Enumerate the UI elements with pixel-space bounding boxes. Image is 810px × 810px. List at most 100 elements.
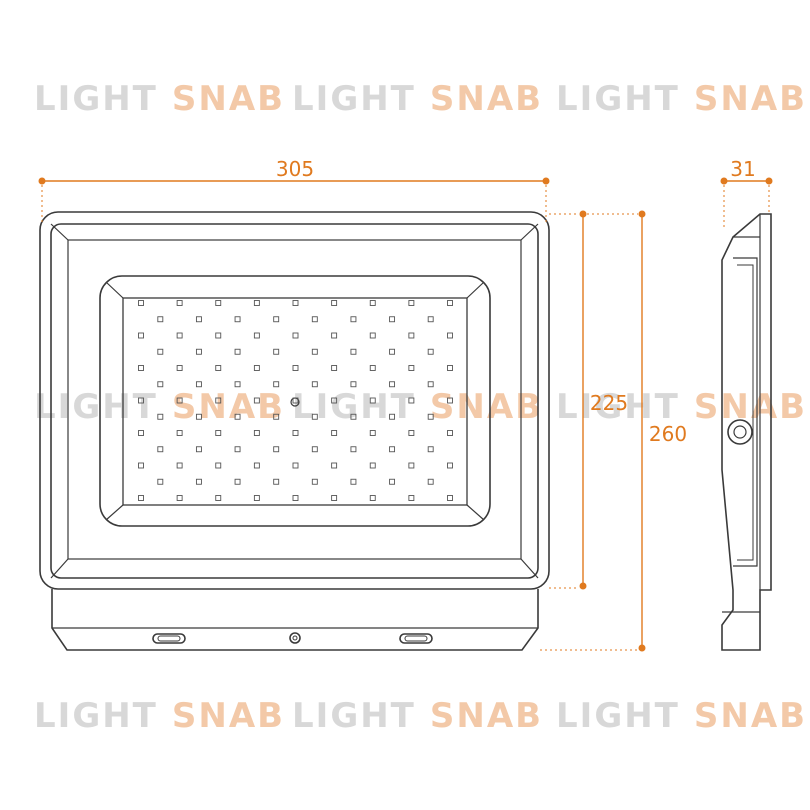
led-chip bbox=[331, 365, 338, 371]
dimension-height-front-label: 225 bbox=[590, 391, 628, 415]
led-chip bbox=[408, 365, 415, 371]
led-chip bbox=[273, 348, 280, 355]
led-chip bbox=[408, 332, 415, 339]
led-chip bbox=[331, 430, 338, 436]
bracket-slot-right bbox=[399, 633, 433, 644]
side-pivot-knob-icon bbox=[727, 419, 753, 445]
led-chip bbox=[273, 381, 280, 388]
watermark-text: LIGHT SNAB bbox=[34, 79, 285, 119]
led-chip bbox=[350, 316, 357, 323]
led-chip bbox=[273, 446, 280, 453]
housing-outer bbox=[39, 211, 550, 590]
led-chip bbox=[292, 430, 299, 436]
led-chip bbox=[195, 381, 202, 388]
watermark-word-light: LIGHT bbox=[292, 696, 416, 736]
led-grid bbox=[138, 300, 453, 501]
led-chip bbox=[427, 478, 434, 485]
led-chip bbox=[215, 397, 222, 404]
led-chip bbox=[215, 332, 222, 339]
watermark-word-light: LIGHT bbox=[556, 79, 680, 119]
lens-inner bbox=[122, 297, 468, 506]
led-chip bbox=[427, 381, 434, 388]
watermark-word-snab: SNAB bbox=[430, 387, 543, 427]
led-chip bbox=[138, 397, 144, 404]
led-chip bbox=[253, 365, 260, 371]
watermark-word-light: LIGHT bbox=[556, 696, 680, 736]
led-chip bbox=[447, 495, 453, 501]
led-chip bbox=[157, 316, 164, 323]
led-chip bbox=[427, 446, 434, 453]
led-chip bbox=[157, 381, 164, 388]
led-chip bbox=[195, 478, 202, 485]
led-chip bbox=[311, 316, 318, 323]
led-chip bbox=[311, 381, 318, 388]
led-chip bbox=[311, 413, 318, 420]
led-chip bbox=[176, 430, 183, 436]
led-chip bbox=[215, 365, 222, 371]
watermark-word-snab: SNAB bbox=[430, 696, 543, 736]
watermark-text: LIGHT SNAB bbox=[556, 696, 807, 736]
watermark-word-light: LIGHT bbox=[292, 387, 416, 427]
led-chip bbox=[176, 365, 183, 371]
led-chip bbox=[331, 300, 338, 306]
led-chip bbox=[215, 462, 222, 469]
housing-inner bbox=[50, 223, 539, 579]
led-chip bbox=[273, 478, 280, 485]
front-view bbox=[39, 211, 550, 651]
led-chip bbox=[447, 365, 453, 371]
led-chip bbox=[427, 348, 434, 355]
led-chip bbox=[253, 300, 260, 306]
watermark-word-snab: SNAB bbox=[172, 79, 285, 119]
led-chip bbox=[234, 348, 241, 355]
led-chip bbox=[369, 300, 376, 306]
led-chip bbox=[408, 397, 415, 404]
led-chip bbox=[253, 332, 260, 339]
watermark-text: LIGHT SNAB bbox=[292, 387, 543, 427]
led-chip bbox=[369, 430, 376, 436]
led-chip bbox=[234, 413, 241, 420]
led-chip bbox=[195, 413, 202, 420]
dimension-height-total-label: 260 bbox=[649, 422, 687, 446]
led-chip bbox=[311, 478, 318, 485]
led-chip bbox=[331, 462, 338, 469]
led-chip bbox=[369, 397, 376, 404]
led-chip bbox=[331, 495, 338, 501]
watermark-word-light: LIGHT bbox=[34, 696, 158, 736]
side-housing bbox=[721, 213, 772, 651]
dimension-lines bbox=[38, 177, 773, 652]
led-chip bbox=[215, 495, 222, 501]
led-chip bbox=[292, 365, 299, 371]
dimension-depth-label: 31 bbox=[730, 157, 755, 181]
watermark-word-light: LIGHT bbox=[34, 79, 158, 119]
led-chip bbox=[215, 430, 222, 436]
led-chip bbox=[234, 316, 241, 323]
led-chip bbox=[311, 348, 318, 355]
led-chip bbox=[408, 430, 415, 436]
watermark-word-snab: SNAB bbox=[694, 696, 807, 736]
lens-outer bbox=[99, 275, 491, 527]
watermark-text: LIGHT SNAB bbox=[292, 696, 543, 736]
led-chip bbox=[234, 381, 241, 388]
led-chip bbox=[350, 381, 357, 388]
led-chip bbox=[292, 495, 299, 501]
led-chip bbox=[176, 397, 183, 404]
led-chip bbox=[369, 332, 376, 339]
led-chip bbox=[331, 332, 338, 339]
watermark-word-light: LIGHT bbox=[34, 387, 158, 427]
led-chip bbox=[427, 413, 434, 420]
led-chip bbox=[447, 462, 453, 469]
bracket-hole bbox=[289, 632, 301, 644]
led-chip bbox=[253, 397, 260, 404]
led-chip bbox=[389, 316, 396, 323]
led-chip bbox=[234, 446, 241, 453]
led-chip bbox=[408, 462, 415, 469]
led-chip bbox=[234, 478, 241, 485]
led-chip bbox=[389, 381, 396, 388]
bevel-frame bbox=[67, 239, 522, 560]
led-chip bbox=[292, 300, 299, 306]
led-chip bbox=[195, 348, 202, 355]
